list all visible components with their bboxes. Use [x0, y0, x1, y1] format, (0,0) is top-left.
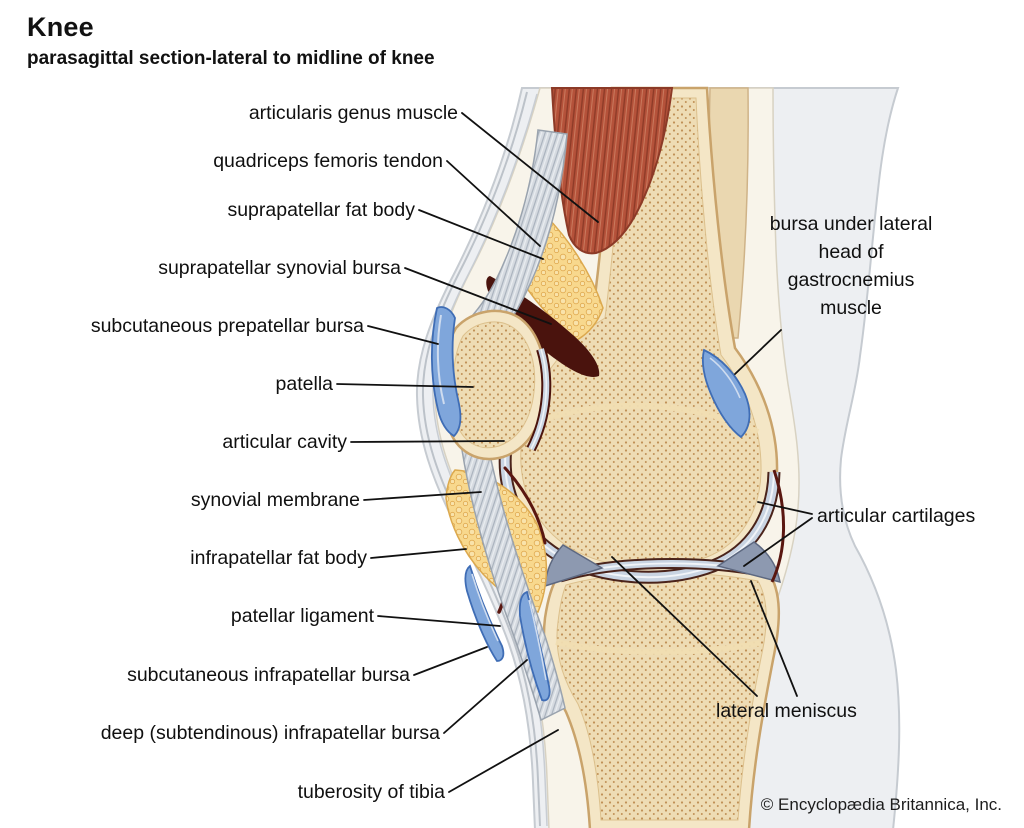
leader-suprapatellar-fat-body	[418, 209, 544, 260]
posterior-capsule-line	[770, 469, 786, 583]
label-subcutaneous-prepatellar-bursa: subcutaneous prepatellar bursa	[90, 315, 364, 337]
label-articular-cartilages: articular cartilages	[817, 505, 976, 527]
label-tuberosity-of-tibia: tuberosity of tibia	[297, 781, 445, 803]
tibia-spongy-bone	[556, 572, 767, 821]
figure-subtitle: parasagittal section-lateral to midline …	[27, 48, 435, 69]
copyright-credit: © Encyclopædia Britannica, Inc.	[760, 795, 1002, 814]
leader-deep-infrapatellar-bursa	[443, 659, 528, 734]
leader-lines	[336, 112, 813, 793]
label-quadriceps-femoris-tendon: quadriceps femoris tendon	[213, 150, 443, 172]
leader-articularis-genus-muscle	[461, 112, 599, 223]
leader-subcutaneous-infrapatellar-bursa	[413, 646, 488, 676]
leader-lateral-meniscus-anterior	[611, 556, 758, 697]
label-subcutaneous-infrapatellar-bursa: subcutaneous infrapatellar bursa	[127, 664, 410, 686]
leader-synovial-membrane	[363, 491, 482, 501]
leader-articular-cavity	[350, 440, 505, 443]
leader-infrapatellar-fat-body	[370, 548, 467, 559]
label-deep-infrapatellar-bursa: deep (subtendinous) infrapatellar bursa	[100, 722, 440, 744]
subcutaneous-infrapatellar-bursa	[464, 564, 505, 662]
leader-patella	[336, 383, 474, 388]
label-lateral-meniscus: lateral meniscus	[716, 700, 857, 722]
articular-cavity-patellofemoral	[526, 347, 552, 452]
leader-gastrocnemius-bursa	[734, 329, 782, 375]
label-infrapatellar-fat-body: infrapatellar fat body	[190, 547, 367, 569]
gastrocnemius-bursa	[701, 348, 751, 439]
leader-quadriceps-femoris-tendon	[446, 160, 541, 247]
label-articularis-genus-muscle: articularis genus muscle	[248, 102, 458, 124]
label-suprapatellar-synovial-bursa: suprapatellar synovial bursa	[158, 257, 401, 279]
figure-title: Knee	[27, 12, 94, 42]
tibia-epiphyseal-line	[555, 639, 761, 655]
leader-tuberosity-of-tibia	[448, 729, 559, 793]
skin-layer-line-outer	[421, 91, 541, 827]
leader-lateral-meniscus-posterior	[750, 580, 798, 697]
label-synovial-membrane: synovial membrane	[190, 489, 360, 511]
leader-patellar-ligament	[377, 615, 501, 627]
synovial-membrane-inner	[503, 466, 547, 545]
deep-infrapatellar-bursa	[518, 590, 551, 702]
label-articular-cavity: articular cavity	[222, 431, 347, 453]
leader-articular-cartilage-femoral	[757, 501, 813, 515]
leader-subcutaneous-prepatellar-bursa	[367, 325, 439, 345]
label-gastrocnemius-bursa: bursa under lateral head of gastrocnemiu…	[769, 213, 933, 319]
label-patella: patella	[275, 373, 333, 395]
leader-articular-cartilage-tibial	[743, 517, 813, 567]
leader-suprapatellar-synovial-bursa	[404, 267, 552, 325]
label-patellar-ligament: patellar ligament	[230, 605, 374, 627]
subcutaneous-prepatellar-bursa	[430, 306, 462, 438]
label-suprapatellar-fat-body: suprapatellar fat body	[227, 199, 415, 221]
